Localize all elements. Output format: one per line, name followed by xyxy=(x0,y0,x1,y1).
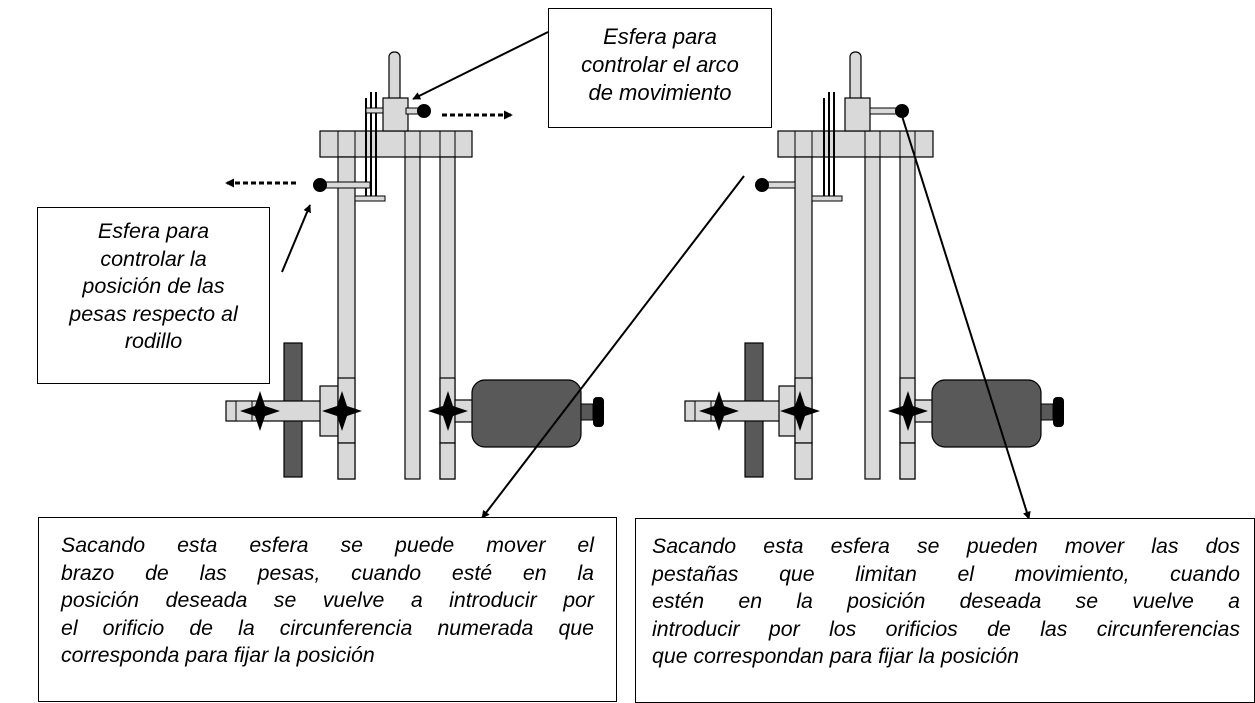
machine-right xyxy=(684,51,1064,480)
pin-ball-icon xyxy=(417,104,431,118)
star-bolt-icon xyxy=(699,391,739,431)
pin-ball-icon xyxy=(895,104,909,118)
arc-callout-arrow xyxy=(412,31,549,100)
star-bolt-icon xyxy=(428,391,468,431)
arm-callout-arrow xyxy=(481,175,745,519)
callout-line: controlar la xyxy=(100,246,207,271)
callout-line: Sacando esta esfera se pueden mover las … xyxy=(652,534,1240,558)
leader-arrows xyxy=(281,31,1031,520)
callout-line: estén en la posición deseada se vuelve a xyxy=(652,589,1240,614)
handle xyxy=(388,51,401,105)
machine-left xyxy=(225,51,604,480)
callout-line: el orificio de la circunferencia numerad… xyxy=(61,615,594,640)
callout-line: de movimiento xyxy=(588,80,732,105)
roller-pad xyxy=(931,379,1042,448)
top-crossbar xyxy=(319,130,473,158)
pin-ball-icon xyxy=(313,178,327,192)
callout-line: pesas respecto al xyxy=(69,301,238,326)
arm-sphere-callout: Sacando esta esfera se puede mover el br… xyxy=(38,517,617,702)
position-sphere-callout: Esfera para controlar la posición de las… xyxy=(37,207,270,384)
callout-line: Esfera para xyxy=(603,24,717,49)
pin-ball-icon xyxy=(755,178,769,192)
roller-pad xyxy=(471,379,582,448)
knob-icon xyxy=(1053,397,1064,427)
star-bolt-icon xyxy=(322,391,362,431)
callout-line: que correspondan para fijar la posición xyxy=(652,644,1020,669)
tabs-sphere-callout: Sacando esta esfera se pueden mover las … xyxy=(635,518,1255,703)
knob-icon xyxy=(593,397,604,427)
arc-block xyxy=(382,97,409,132)
callout-line: introducir por los orificios de las circ… xyxy=(652,616,1240,641)
callout-line: brazo de las pesas, cuando esté en la xyxy=(61,560,594,585)
callout-line: posición de las xyxy=(82,274,225,298)
tabs-callout-arrow xyxy=(901,115,1031,520)
callout-line: controlar el arco xyxy=(581,52,739,77)
center-post xyxy=(864,156,881,480)
center-post xyxy=(404,156,421,480)
star-bolt-icon xyxy=(240,391,280,431)
arc-sphere-callout: Esfera para controlar el arco de movimie… xyxy=(548,8,772,128)
position-callout-arrow xyxy=(281,204,311,273)
star-bolt-icon xyxy=(888,391,928,431)
callout-line: Sacando esta esfera se puede mover el xyxy=(61,533,594,557)
arc-block xyxy=(844,97,871,132)
handle xyxy=(849,51,862,105)
callout-line: rodillo xyxy=(124,329,183,353)
callout-line: posición deseada se vuelve a introducir … xyxy=(61,588,594,613)
star-bolt-icon xyxy=(780,391,820,431)
callout-line: pestañas que limitan el movimiento, cuan… xyxy=(652,561,1240,586)
callout-line: corresponda para fijar la posición xyxy=(61,643,375,668)
top-crossbar xyxy=(777,130,934,158)
callout-line: Esfera para xyxy=(97,219,210,243)
